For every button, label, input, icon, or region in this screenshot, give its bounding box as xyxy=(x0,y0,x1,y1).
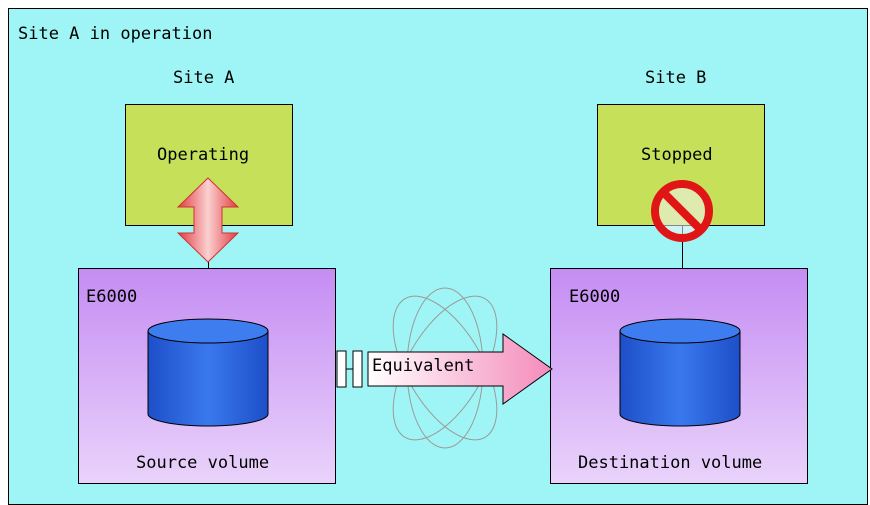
site-b-server-status: Stopped xyxy=(641,145,713,165)
diagram-caption: Site A in operation xyxy=(18,24,213,44)
equivalent-label: Equivalent xyxy=(372,356,475,376)
site-b-storage-label: E6000 xyxy=(569,287,621,307)
prohibited-icon xyxy=(651,180,713,242)
database-icon xyxy=(147,318,269,427)
site-a-title: Site A xyxy=(173,68,235,88)
site-b-link-line xyxy=(682,226,683,268)
equivalent-arrow-icon xyxy=(367,333,553,405)
site-b-title: Site B xyxy=(645,68,707,88)
destination-volume-label: Destination volume xyxy=(578,453,763,473)
site-a-server-status: Operating xyxy=(157,145,250,165)
connector-icon xyxy=(336,350,363,388)
database-icon xyxy=(619,318,741,427)
bidirectional-arrow-icon xyxy=(176,177,240,263)
source-volume-label: Source volume xyxy=(136,453,270,473)
site-a-storage-label: E6000 xyxy=(86,287,138,307)
